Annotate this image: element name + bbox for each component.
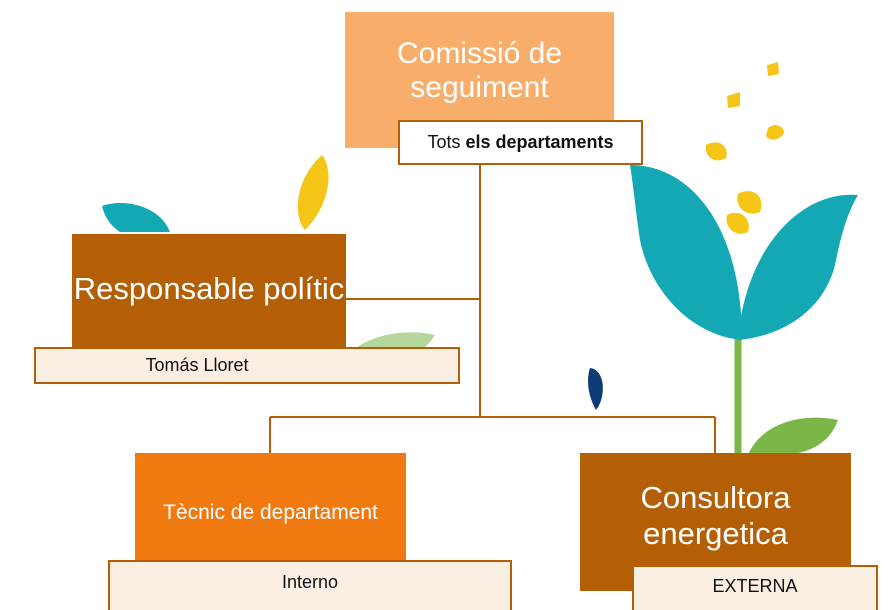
- node-top-title: Comissió de seguiment: [396, 36, 563, 105]
- node-top-label-bold: els departaments: [465, 132, 614, 152]
- yellow-petal-4: [705, 142, 727, 161]
- yellow-petal-1: [767, 62, 779, 76]
- node-bottom-right-label: EXTERNA: [632, 565, 878, 610]
- node-bottom-right-title: Consultora energetica: [640, 480, 791, 551]
- node-bottom-left-label-text: Interno: [281, 571, 339, 592]
- node-bottom-left-title: Tècnic de departament: [163, 500, 378, 524]
- node-top-label-prefix: Tots: [427, 132, 461, 152]
- yellow-petal-3: [766, 125, 784, 140]
- yellow-petal-2: [727, 92, 740, 108]
- navy-leaf: [588, 368, 603, 410]
- yellow-petal-5: [737, 191, 762, 214]
- green-leaf-right: [748, 417, 838, 457]
- node-bottom-right-label-text: EXTERNA: [712, 576, 798, 596]
- teal-petal-right: [738, 194, 858, 340]
- node-bottom-left-label: Interno: [108, 560, 512, 610]
- teal-petal-left: [630, 165, 742, 340]
- yellow-leaf-left: [297, 155, 329, 230]
- yellow-petal-6: [726, 212, 749, 234]
- node-left-title: Responsable polític: [73, 271, 345, 307]
- node-responsable-politic: Responsable polític: [72, 234, 346, 370]
- node-left-label-text: Tomás Lloret: [145, 355, 249, 375]
- node-left-label: Tomás Lloret: [34, 347, 460, 384]
- node-top-label: Tots els departaments: [398, 120, 643, 165]
- teal-leaf-left: [102, 203, 170, 232]
